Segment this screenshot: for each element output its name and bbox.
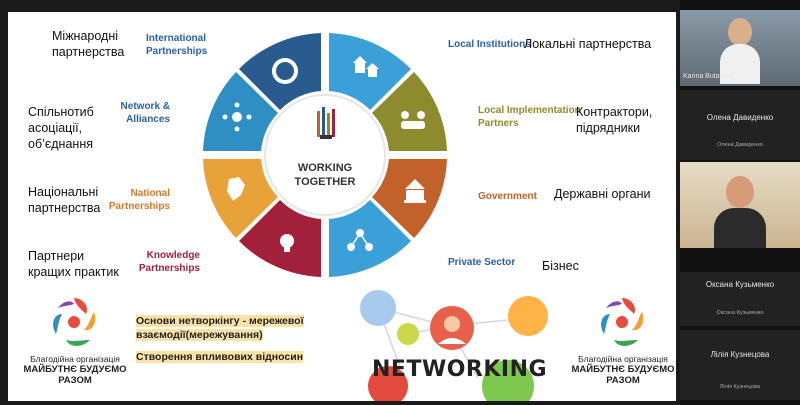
label-text: Knowledge Partnerships (138, 250, 200, 274)
network-node (482, 360, 534, 401)
org-line3: РАЗОМ (58, 375, 92, 386)
lightbulb-icon (280, 234, 294, 252)
people-network-icon (347, 229, 373, 251)
top-strip (0, 0, 680, 12)
label-en-national: National Partnerships (104, 187, 170, 213)
label-text: International Partnerships (146, 33, 208, 57)
label-ua-international: Міжнародні партнерства (52, 28, 162, 60)
participant-tile[interactable]: Karina Butavina (680, 10, 800, 86)
label-text: Бізнес (542, 259, 579, 273)
handshake-icon (401, 111, 425, 129)
label-ua-local: Локальні партнерства (524, 36, 664, 52)
participant-face (726, 176, 754, 208)
network-nodes-icon (222, 102, 252, 132)
participant-name: Лілія Кузнецова (710, 350, 770, 359)
label-en-network: Network & Alliances (108, 100, 170, 126)
label-text: Local Institutions (448, 39, 531, 50)
label-text: Private Sector (448, 257, 516, 268)
label-ua-government: Державні органи (554, 186, 664, 202)
label-en-local-implementation: Local Implementation Partners (478, 104, 582, 130)
label-text: Network & Alliances (120, 101, 170, 125)
label-en-government: Government (478, 190, 558, 203)
label-text: Національні партнерства (28, 185, 101, 215)
participant-caption: Олена Давиденко (717, 142, 763, 148)
org-line2: МАЙБУТНЄ БУДУЄМО (571, 364, 675, 375)
label-text: Local Implementation Partners (478, 105, 581, 129)
segment-knowledge (239, 200, 321, 277)
participant-tile[interactable]: Олена Давиденко Олена Давиденко (680, 90, 800, 160)
network-node (508, 296, 548, 336)
participant-caption: Оксана Кузьменко (716, 310, 764, 316)
center-text-line2: TOGETHER (295, 176, 356, 188)
label-en-private-sector: Private Sector (448, 256, 538, 269)
segment-network (203, 72, 278, 151)
label-text: Government (478, 191, 537, 202)
working-together-logo-icon (317, 107, 335, 139)
highlight-line: Основи нетворкінгу - мережевої (136, 315, 304, 327)
org-name-right: Благодійна організація МАЙБУТНЄ БУДУЄМО … (564, 354, 676, 386)
network-node (397, 323, 419, 345)
label-text: Контрактори, підрядники (576, 105, 653, 135)
participant-body (714, 208, 766, 248)
person-avatar-icon (430, 306, 474, 350)
segment-national (203, 159, 278, 238)
org-line2: МАЙБУТНЄ БУДУЄМО (23, 364, 127, 375)
government-building-icon (404, 179, 426, 203)
participant-name: Karina Butavina (683, 73, 733, 80)
center-text-line1: WORKING (298, 162, 352, 174)
label-text: Спільнотиб асоціації, об’єднання (28, 105, 94, 151)
wheel-center (264, 94, 386, 216)
highlight-text-block: Основи нетворкінгу - мережевої взаємодії… (136, 314, 326, 364)
label-ua-business: Бізнес (542, 258, 612, 274)
segment-private-sector (329, 200, 411, 277)
label-ua-community: Спільнотиб асоціації, об’єднання (28, 104, 128, 152)
participant-body (720, 44, 760, 84)
org-line1: Благодійна організація (30, 354, 120, 364)
label-text: National Partnerships (108, 188, 170, 212)
label-text: Державні органи (554, 187, 651, 201)
houses-icon (353, 56, 379, 77)
networking-title: NETWORKING (372, 357, 548, 382)
org-line3: РАЗОМ (606, 375, 640, 386)
charity-logo-icon (601, 298, 644, 346)
label-text: Міжнародні партнерства (52, 29, 125, 59)
segment-local-implementation (372, 72, 447, 151)
participant-tile[interactable]: Оксана Кузьменко Оксана Кузьменко (680, 272, 800, 326)
participant-tile[interactable]: Лілія Кузнецова Лілія Кузнецова (680, 330, 800, 400)
participant-caption: Лілія Кузнецова (719, 384, 761, 390)
country-map-icon (227, 177, 245, 201)
network-node (368, 366, 408, 401)
org-line1: Благодійна організація (578, 354, 668, 364)
participant-tile[interactable] (680, 162, 800, 248)
networking-graphic (360, 290, 548, 401)
label-text: Партнери кращих практик (28, 249, 119, 279)
participant-name: Оксана Кузьменко (705, 280, 775, 289)
label-en-local-institutions: Local Institutions (448, 38, 538, 51)
highlight-line: взаємодії(мережування) (136, 329, 263, 341)
label-ua-best-practice: Партнери кращих практик (28, 248, 128, 280)
org-name-left: Благодійна організація МАЙБУТНЄ БУДУЄМО … (16, 354, 134, 386)
charity-logo-icon (53, 298, 96, 346)
participant-face (728, 18, 752, 46)
label-ua-contractors: Контрактори, підрядники (576, 104, 672, 136)
label-ua-national: Національні партнерства (28, 184, 128, 216)
label-en-knowledge: Knowledge Partnerships (128, 249, 200, 275)
label-en-international: International Partnerships (146, 32, 214, 58)
label-text: Локальні партнерства (524, 37, 652, 51)
highlight-line: Створення впливових відносин (136, 351, 304, 363)
partnership-wheel: WORKING TOGETHER (203, 33, 447, 277)
participant-name: Олена Давиденко (706, 113, 774, 122)
network-node (360, 290, 396, 326)
shared-slide: Міжнародні партнерства Спільнотиб асоціа… (8, 12, 676, 401)
